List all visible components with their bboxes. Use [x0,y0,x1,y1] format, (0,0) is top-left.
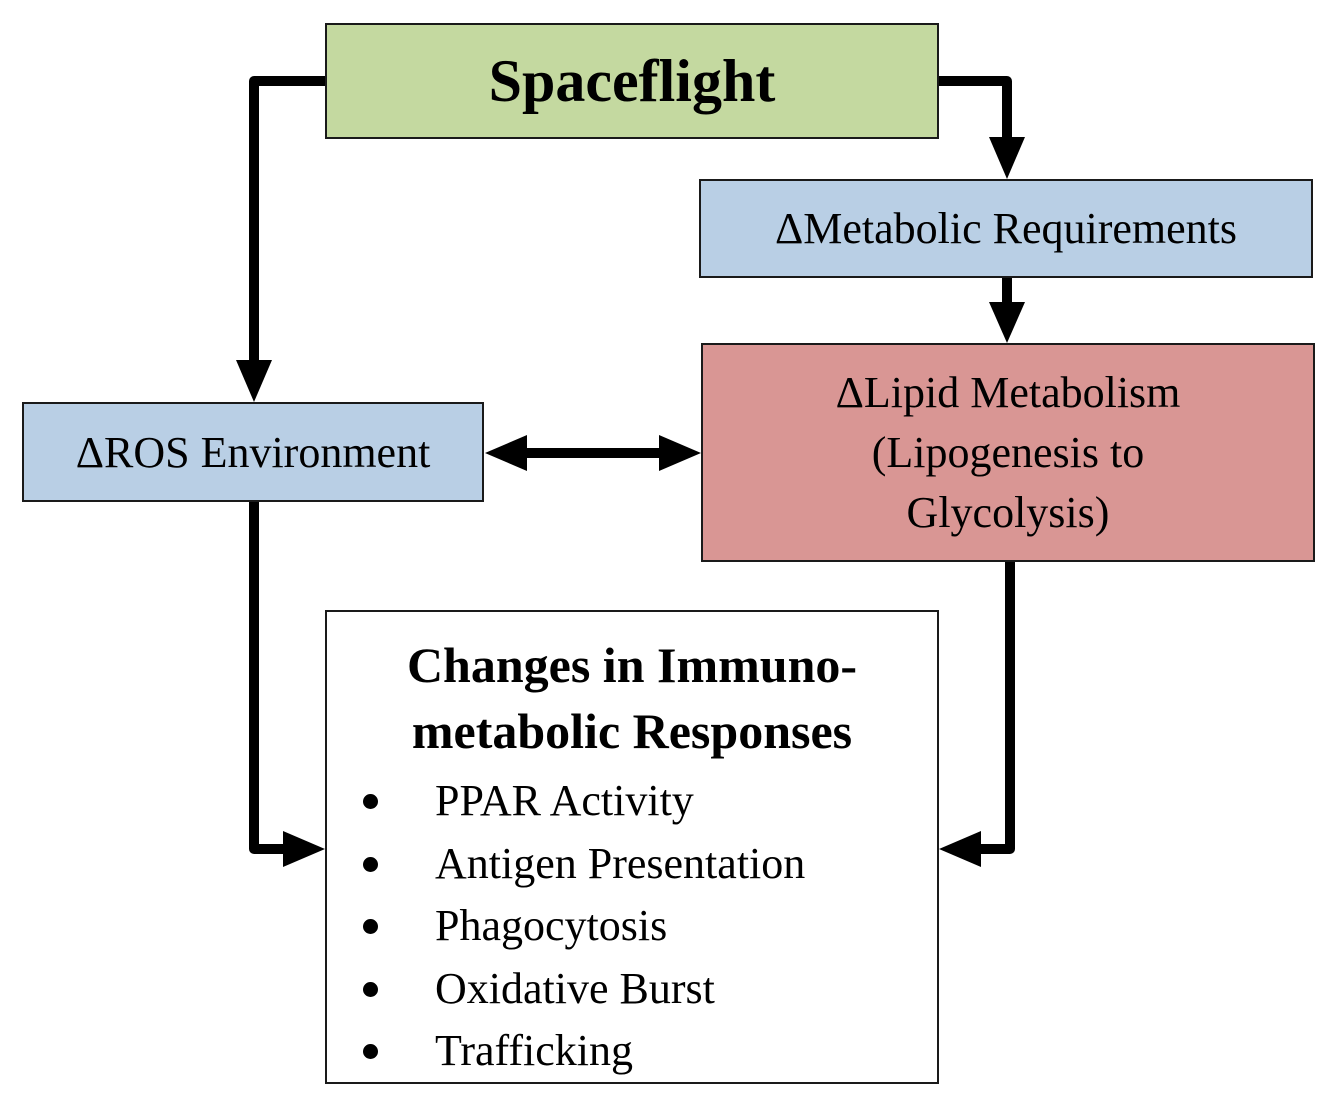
list-item: Antigen Presentation [327,833,937,896]
lipid-metabolism-line-2: (Lipogenesis to [871,427,1145,477]
arrowhead-ros-top [236,360,272,402]
spaceflight-node: Spaceflight [325,23,939,139]
list-item-text: Oxidative Burst [435,963,715,1013]
list-item: Phagocytosis [327,895,937,958]
metabolic-requirements-label: ΔMetabolic Requirements [774,204,1238,253]
spaceflight-label: Spaceflight [488,47,776,114]
immunometabolic-title-line-1: Changes in Immuno- [406,637,858,693]
bullet-icon [363,794,378,809]
bullet-icon [363,919,378,934]
list-item: Trafficking [327,1020,937,1083]
immunometabolic-list: PPAR Activity Antigen Presentation Phago… [327,770,937,1083]
arrow-spaceflight-to-ros [249,76,330,373]
immunometabolic-title: Changes in Immuno- metabolic Responses [327,632,937,764]
ros-environment-node: ΔROS Environment [22,402,484,502]
arrowhead-lipid-top [989,302,1025,343]
bullet-icon [363,981,378,997]
list-item-text: PPAR Activity [435,776,694,825]
lipid-metabolism-node: ΔLipid Metabolism (Lipogenesis to Glycol… [701,343,1315,562]
immunometabolic-responses-node: Changes in Immuno- metabolic Responses P… [325,610,939,1084]
lipid-metabolism-line-1: ΔLipid Metabolism [835,367,1181,417]
list-item: PPAR Activity [327,770,937,833]
arrowhead-lipid-left [659,435,701,471]
list-item-text: Antigen Presentation [435,838,806,888]
list-item-text: Phagocytosis [435,901,668,950]
arrowhead-immuno-left [283,831,325,867]
arrowhead-metabolic-top [989,137,1025,179]
arrowhead-immuno-right [939,831,981,867]
arrowhead-ros-right [485,435,527,471]
list-item: Oxidative Burst [327,958,937,1021]
metabolic-requirements-node: ΔMetabolic Requirements [699,179,1313,278]
immunometabolic-title-line-2: metabolic Responses [411,703,853,759]
bullet-icon [363,1044,378,1059]
arrow-lipid-to-immuno [970,557,1015,854]
list-item-text: Trafficking [435,1026,633,1075]
arrow-ros-to-immuno [249,497,294,854]
lipid-metabolism-line-3: Glycolysis) [906,487,1110,537]
bullet-icon [363,856,378,872]
ros-environment-label: ΔROS Environment [75,427,431,477]
arrow-spaceflight-to-metabolic [934,76,1012,150]
